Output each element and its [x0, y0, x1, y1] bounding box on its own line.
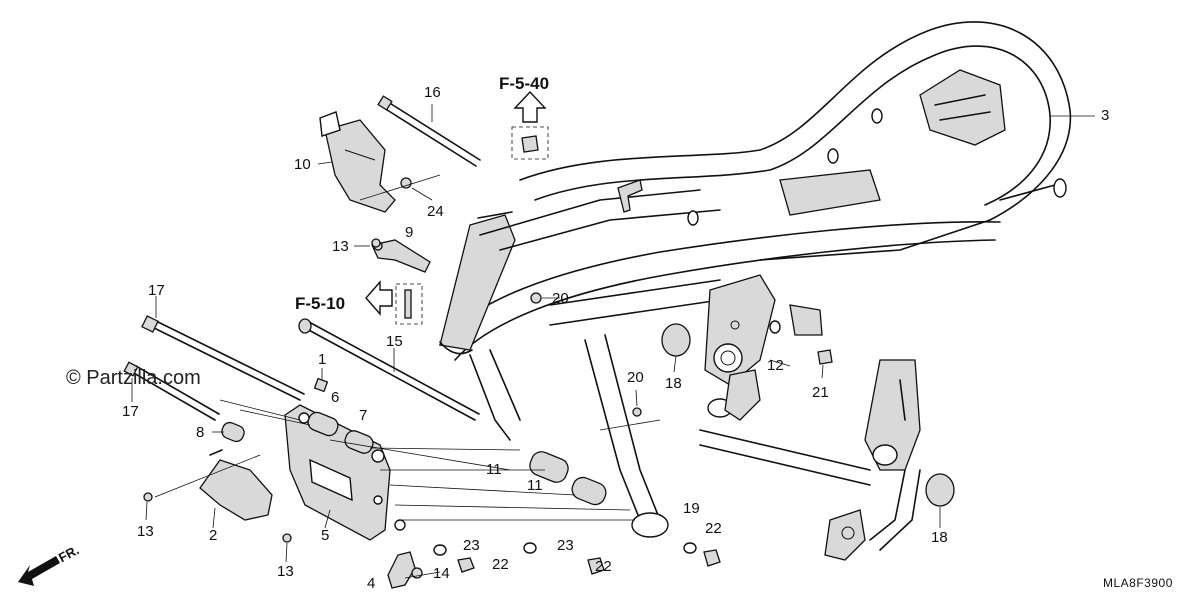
ref-f-5-10-indicator: [365, 280, 423, 325]
part-17-bolt-upper: [141, 315, 305, 401]
callout-7: 7: [359, 407, 368, 424]
alignment-lines: [154, 174, 661, 579]
part-8-collar: [221, 421, 245, 443]
part-20-bolts: [530, 292, 642, 417]
callout-17-lower: 17: [122, 403, 139, 420]
ref-f-5-40-indicator: [511, 90, 549, 160]
callout-13-upper: 13: [332, 238, 349, 255]
callout-18-right: 18: [931, 529, 948, 546]
part-21-nut: [817, 349, 833, 365]
part-22-nuts: [457, 549, 721, 575]
callout-13-lower: 13: [277, 563, 294, 580]
callout-1: 1: [318, 351, 327, 368]
callout-23-a: 23: [463, 537, 480, 554]
callout-9: 9: [405, 224, 414, 241]
leader-lines: [131, 104, 1095, 563]
part-6-collar: [307, 411, 339, 437]
callout-22-c: 22: [705, 520, 722, 537]
front-direction-arrow: [18, 556, 60, 586]
callout-3: 3: [1101, 107, 1110, 124]
callout-17-upper: 17: [148, 282, 165, 299]
callout-23-b: 23: [557, 537, 574, 554]
callout-20-lower: 20: [627, 369, 644, 386]
part-16-bolt: [377, 95, 481, 167]
part-10-bracket: [319, 111, 396, 213]
main-frame: [439, 21, 1072, 561]
callout-15: 15: [386, 333, 403, 350]
callout-10: 10: [294, 156, 311, 173]
part-4-bracket: [387, 551, 416, 589]
callout-21: 21: [812, 384, 829, 401]
callout-22-a: 22: [492, 556, 509, 573]
part-11-collar-lower: [571, 476, 607, 506]
part-17-bolt-lower: [123, 361, 220, 421]
watermark: © Partzilla.com: [66, 367, 201, 389]
callout-8: 8: [196, 424, 205, 441]
callout-24: 24: [427, 203, 444, 220]
callout-20-upper: 20: [552, 290, 569, 307]
part-18-caps: [661, 323, 955, 507]
part-24-bolt: [400, 177, 412, 189]
callout-12: 12: [767, 357, 784, 374]
drawing-code: MLA8F3900: [1103, 576, 1173, 590]
part-9-bracket: [371, 239, 431, 273]
callout-6: 6: [331, 389, 340, 406]
callout-11-upper: 11: [486, 461, 502, 478]
part-13-bolts: [143, 238, 381, 543]
callout-5: 5: [321, 527, 330, 544]
part-23-washers: [433, 542, 697, 556]
part-5-engine-hanger: [284, 404, 406, 541]
callout-18-left: 18: [665, 375, 682, 392]
callout-13-left: 13: [137, 523, 154, 540]
part-2-guard: [199, 449, 273, 521]
callout-4: 4: [367, 575, 376, 592]
callout-22-b: 22: [595, 558, 612, 575]
part-11-collar-upper: [529, 451, 569, 483]
callout-2: 2: [209, 527, 218, 544]
ref-label-f-5-10[interactable]: F-5-10: [295, 294, 346, 313]
part-1-nut: [313, 377, 329, 393]
ref-label-f-5-40[interactable]: F-5-40: [499, 74, 550, 93]
callout-11-lower: 11: [527, 477, 543, 494]
callout-16: 16: [424, 84, 441, 101]
callout-19: 19: [683, 500, 700, 517]
callout-14: 14: [433, 565, 450, 582]
